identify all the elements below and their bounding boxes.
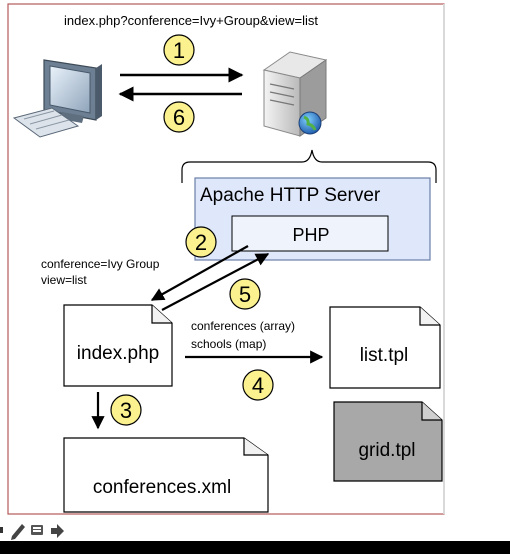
template-vars-line2: schools (map) — [191, 337, 266, 351]
server-brace — [181, 149, 437, 183]
list-tpl-document: list.tpl — [329, 306, 441, 389]
svg-text:5: 5 — [239, 282, 251, 307]
step-3-badge: 3 — [110, 394, 142, 426]
step-4-badge: 4 — [242, 369, 274, 401]
index-to-php-arrow — [161, 253, 270, 311]
conferences-xml-document: conferences.xml — [63, 437, 269, 513]
forward-arrow-icon[interactable] — [51, 524, 64, 538]
svg-text:6: 6 — [173, 105, 185, 130]
grid-tpl-label: grid.tpl — [358, 440, 415, 461]
svg-text:1: 1 — [173, 38, 185, 63]
php-box — [231, 215, 389, 252]
php-to-index-arrow — [150, 245, 249, 301]
svg-text:2: 2 — [195, 230, 207, 255]
request-params-line1: conference=Ivy Group — [41, 257, 160, 271]
request-params-line2: view=list — [41, 273, 87, 287]
step-6-badge: 6 — [163, 101, 195, 133]
annotation-toolbar — [0, 518, 120, 540]
bottom-black-bar — [0, 541, 510, 554]
request-url-label: index.php?conference=Ivy+Group&view=list — [64, 13, 318, 28]
index-php-label: index.php — [77, 343, 159, 364]
web-server-icon — [262, 51, 328, 137]
list-tpl-label: list.tpl — [360, 345, 409, 366]
pencil-icon[interactable] — [11, 524, 25, 540]
step-1-badge: 1 — [163, 34, 195, 66]
php-label: PHP — [292, 225, 329, 245]
svg-text:4: 4 — [252, 373, 264, 398]
apache-server-title: Apache HTTP Server — [200, 185, 381, 206]
conferences-xml-label: conferences.xml — [93, 477, 231, 498]
toolbar-edge-marker — [0, 527, 3, 533]
svg-text:3: 3 — [120, 398, 132, 423]
template-vars-line1: conferences (array) — [191, 319, 295, 333]
step-2-badge: 2 — [185, 226, 217, 258]
client-computer-icon — [12, 59, 102, 138]
index-php-document: index.php — [63, 304, 173, 387]
grid-tpl-document: grid.tpl — [333, 401, 443, 482]
comment-icon[interactable] — [31, 525, 43, 535]
step-5-badge: 5 — [229, 278, 261, 310]
